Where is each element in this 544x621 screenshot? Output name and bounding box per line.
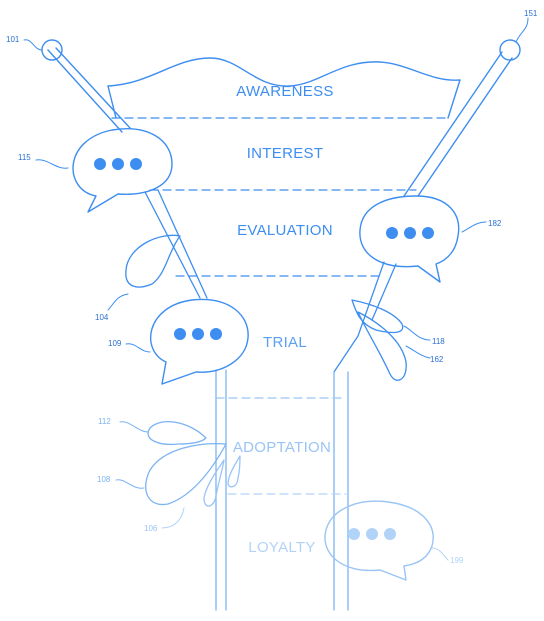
ref-106: 106 [144, 524, 158, 533]
leaf-106a [203, 459, 225, 507]
ref-115: 115 [18, 153, 31, 162]
dots-115 [94, 158, 142, 170]
leaf-104 [125, 234, 181, 288]
leaf-108 [145, 442, 227, 506]
bubble-182 [359, 195, 460, 283]
ref-108: 108 [97, 475, 111, 484]
stage-label-interest: INTEREST [247, 145, 324, 162]
left-stem-lower [215, 369, 227, 611]
ref-101: 101 [6, 35, 20, 44]
leader-162 [405, 345, 431, 359]
funnel-left-wall [47, 49, 123, 133]
left-top-circle [41, 39, 63, 61]
ref-199: 199 [450, 556, 464, 565]
funnel-left-inner [55, 47, 131, 129]
leader-112 [119, 421, 149, 433]
leaf-162 [357, 311, 407, 381]
leader-106 [161, 507, 185, 529]
leader-199 [431, 547, 449, 561]
leader-115 [35, 159, 69, 169]
ref-162: 162 [430, 355, 444, 364]
left-stem-mid [144, 189, 208, 299]
leader-108 [115, 479, 145, 489]
dots-182 [386, 227, 434, 239]
leader-182 [461, 221, 487, 233]
bubble-199 [324, 500, 434, 581]
bubble-109 [150, 298, 249, 385]
leaf-106b [227, 455, 241, 488]
ref-151: 151 [524, 9, 538, 18]
leaf-118 [351, 299, 404, 334]
leader-109 [125, 343, 151, 353]
leader-104 [107, 293, 129, 311]
ref-109: 109 [108, 339, 122, 348]
dots-109 [174, 328, 222, 340]
stage-label-trial: TRIAL [263, 334, 307, 351]
stage-label-loyalty: LOYALTY [248, 539, 315, 556]
ref-104: 104 [95, 313, 109, 322]
stage-label-adoptation: ADOPTATION [233, 439, 331, 456]
funnel-left-wall-top [107, 85, 117, 119]
bubble-115 [72, 128, 173, 213]
right-stem-lower [333, 371, 349, 611]
leader-101 [23, 39, 43, 51]
funnel-right-wall [403, 51, 513, 197]
leaf-112 [147, 421, 207, 446]
ref-182: 182 [488, 219, 502, 228]
right-top-circle [499, 39, 521, 61]
leader-118 [403, 325, 431, 341]
funnel-rim [107, 57, 461, 119]
right-stem-mid [333, 261, 397, 373]
dots-199 [348, 528, 396, 540]
leader-151 [515, 17, 529, 43]
ref-118: 118 [432, 337, 445, 346]
stage-label-awareness: AWARENESS [236, 83, 333, 100]
ref-112: 112 [98, 417, 111, 426]
stage-label-evaluation: EVALUATION [237, 222, 333, 239]
